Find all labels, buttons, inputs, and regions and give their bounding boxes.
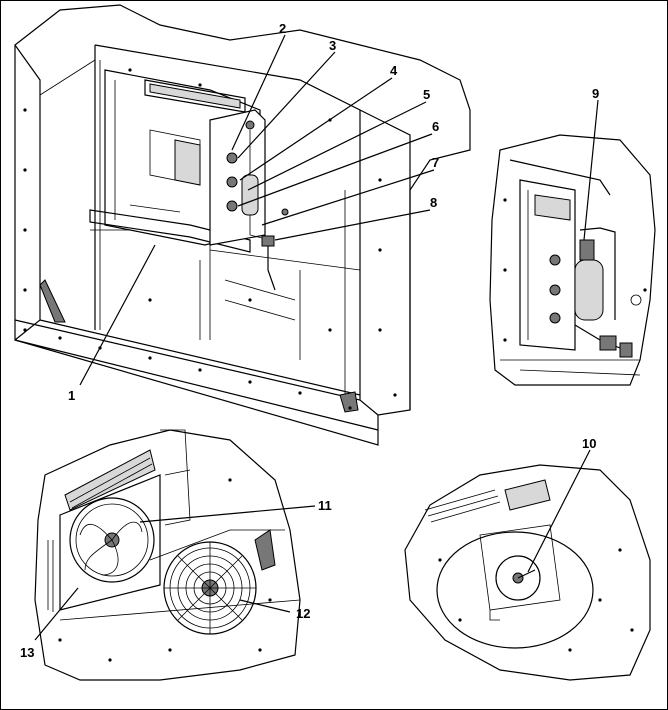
callout-7: 7 xyxy=(432,155,439,170)
callout-13: 13 xyxy=(20,645,34,660)
callout-1: 1 xyxy=(68,388,75,403)
leader-6 xyxy=(237,133,433,207)
leader-1 xyxy=(79,244,156,386)
detail-view-component-panel xyxy=(489,134,656,386)
callout-12: 12 xyxy=(296,606,310,621)
callout-11: 11 xyxy=(318,498,332,513)
callout-3: 3 xyxy=(329,38,336,53)
leader-lines xyxy=(34,34,599,641)
callout-10: 10 xyxy=(582,436,596,451)
leader-12 xyxy=(239,599,291,613)
leader-7 xyxy=(261,169,435,226)
perforated-vent xyxy=(424,489,501,523)
leader-3 xyxy=(237,51,336,159)
leader-2 xyxy=(231,34,286,151)
callout-4: 4 xyxy=(390,63,398,78)
callout-labels: 1 2 3 4 5 6 7 8 9 10 11 12 13 xyxy=(20,21,599,660)
detail-view-fan-assembly xyxy=(34,429,301,681)
detail-view-circular-panel xyxy=(404,464,651,681)
callout-6: 6 xyxy=(432,119,439,134)
leader-4 xyxy=(239,77,393,181)
leader-9 xyxy=(583,99,599,241)
leader-8 xyxy=(274,209,431,241)
callout-2: 2 xyxy=(279,21,286,36)
leader-5 xyxy=(247,101,427,191)
callout-9: 9 xyxy=(592,86,599,101)
vent-slots xyxy=(47,457,153,612)
leader-13 xyxy=(34,587,79,641)
leader-10 xyxy=(527,449,591,573)
callout-8: 8 xyxy=(430,195,437,210)
leader-11 xyxy=(139,505,316,523)
main-cabinet-view xyxy=(14,4,471,446)
callout-5: 5 xyxy=(423,87,430,102)
